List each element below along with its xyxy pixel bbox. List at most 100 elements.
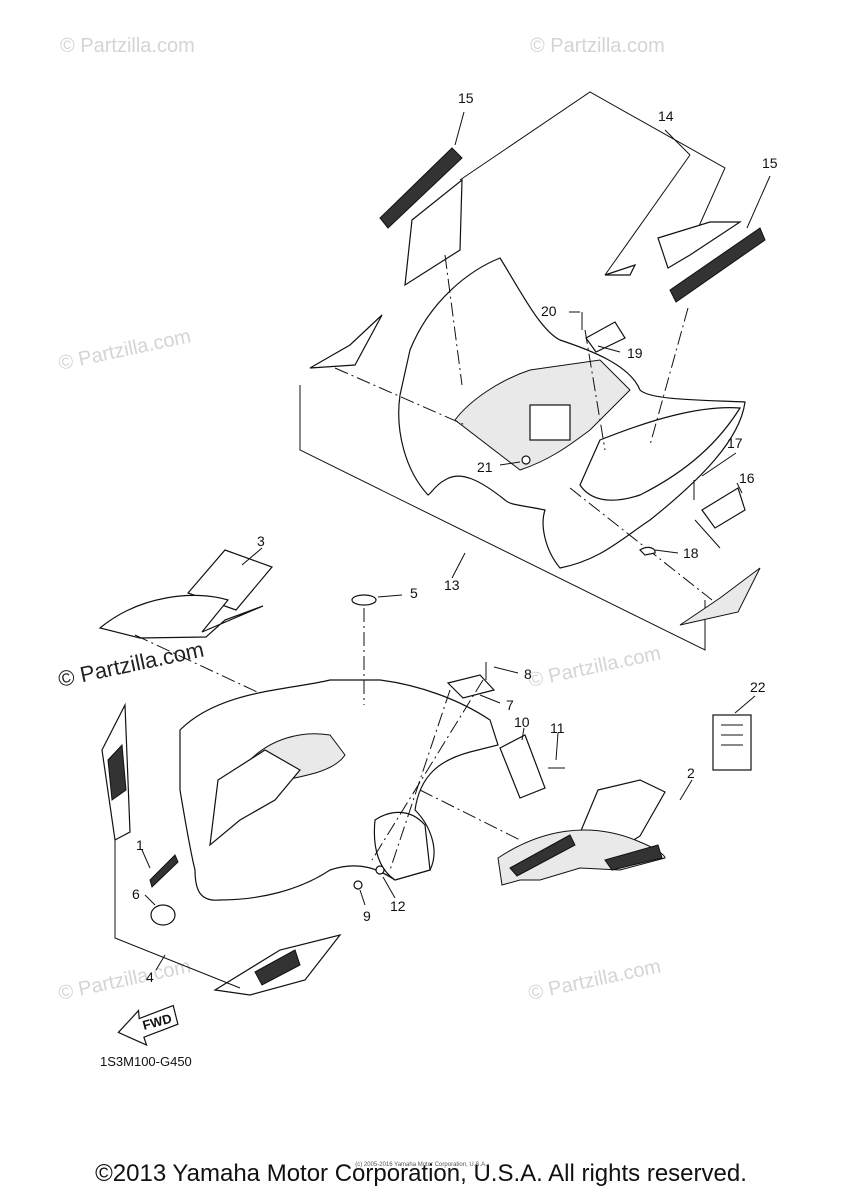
fwd-label: FWD	[141, 1011, 173, 1033]
nut-12	[375, 865, 385, 875]
leader-8	[493, 666, 519, 674]
callout-13: 13	[444, 577, 460, 593]
callout-11: 11	[550, 720, 565, 736]
dash-20	[584, 329, 606, 451]
callouts: 1 2 3 4 5 6 7 8 9 10 11 12 13 14 15 15 1…	[132, 90, 778, 985]
nut-21	[521, 455, 531, 465]
decal-4-bottom-logo	[254, 949, 301, 986]
callout-6: 6	[132, 886, 140, 902]
decal-2	[497, 829, 666, 886]
part-16	[701, 487, 746, 529]
part-10	[499, 734, 546, 799]
leader-14b	[604, 154, 691, 276]
watermark: © Partzilla.com	[60, 35, 195, 57]
part-22-tag	[712, 714, 752, 771]
decal-13-flare-right	[679, 567, 761, 626]
front-fender-group: FWD	[98, 547, 756, 1047]
leader-21	[499, 461, 521, 466]
leader-2	[679, 779, 693, 801]
leader-10	[521, 727, 525, 741]
decal-3	[98, 594, 264, 639]
bracket-13-line	[299, 385, 706, 651]
callout-14: 14	[658, 108, 674, 124]
dash-13-right	[569, 487, 713, 601]
rear-fender-group	[299, 91, 771, 651]
leader-1	[141, 849, 151, 869]
leader-7	[479, 694, 501, 704]
leader-15-left	[454, 111, 465, 146]
bracket-14-line	[459, 91, 726, 236]
fwd-arrow-icon: FWD	[117, 1004, 179, 1047]
decal-15-left	[404, 178, 463, 287]
callout-21: 21	[477, 459, 493, 475]
nut-9	[353, 880, 363, 890]
callout-9: 9	[363, 908, 371, 924]
decal-15-right	[657, 221, 742, 269]
callout-16: 16	[739, 470, 755, 486]
callout-12: 12	[390, 898, 406, 914]
callout-20: 20	[541, 303, 557, 319]
callout-8: 8	[524, 666, 532, 682]
leader-22	[734, 695, 756, 714]
watermark: © Partzilla.com	[56, 955, 192, 1005]
watermark: © Partzilla.com	[526, 642, 662, 692]
callout-15: 15	[458, 90, 474, 106]
callout-18: 18	[683, 545, 699, 561]
part-18	[639, 546, 656, 556]
part-6	[150, 904, 176, 926]
decal-15-left-logo	[379, 147, 463, 229]
leader-13	[451, 552, 466, 579]
leader-6	[144, 894, 156, 906]
rear-fender-wing	[579, 407, 742, 501]
callout-17: 17	[727, 435, 743, 451]
part-7	[446, 674, 496, 699]
callout-1: 1	[136, 837, 144, 853]
leader-5	[377, 594, 403, 598]
leader-3	[241, 547, 263, 566]
callout-7: 7	[506, 697, 514, 713]
decal-2-stripe	[604, 844, 663, 871]
small-copyright: (c) 2005-2016 Yamaha Motor Corporation, …	[355, 1162, 487, 1168]
callout-22: 22	[750, 679, 766, 695]
callout-3: 3	[257, 533, 265, 549]
leader-15-right	[746, 175, 771, 229]
leader-14	[664, 129, 691, 156]
leader-18	[654, 549, 679, 554]
leader-19	[597, 345, 621, 353]
decal-1	[149, 854, 179, 888]
bracket-4-line	[114, 840, 241, 989]
watermark: © Partzilla.com	[56, 325, 192, 375]
leader-17	[701, 452, 737, 477]
dash-8	[371, 679, 484, 861]
watermark: © Partzilla.com	[526, 955, 662, 1005]
leader-4	[155, 954, 166, 971]
diagram-code: 1S3M100-G450	[100, 1054, 192, 1069]
leader-16	[736, 482, 743, 494]
watermark: © Partzilla.com	[530, 35, 665, 57]
leader-12	[382, 876, 396, 899]
callout-2: 2	[687, 765, 695, 781]
dash-10	[419, 789, 521, 841]
callout-15: 15	[762, 155, 778, 171]
part-19	[585, 321, 626, 353]
front-fender-side	[373, 811, 431, 881]
callout-19: 19	[627, 345, 643, 361]
decal-2-logo	[509, 834, 576, 877]
leader-18b	[694, 519, 721, 549]
callout-4: 4	[146, 969, 154, 985]
callout-5: 5	[410, 585, 418, 601]
dash-7	[389, 689, 451, 871]
decal-15-right-logo	[669, 227, 766, 303]
front-fender-ridge	[209, 749, 301, 847]
callout-10: 10	[514, 714, 530, 730]
decal-13-flare-left	[309, 314, 383, 369]
leader-11	[555, 732, 559, 761]
copyright-notice: ©2013 Yamaha Motor Corporation, U.S.A. A…	[95, 1160, 747, 1187]
dash-15-left	[444, 254, 463, 386]
decal-triangle	[604, 263, 637, 276]
watermark: © Partzilla.com	[56, 637, 206, 692]
decal-4-logo	[107, 743, 127, 801]
rear-fender-bracket	[529, 404, 571, 441]
leader-9	[359, 889, 366, 906]
